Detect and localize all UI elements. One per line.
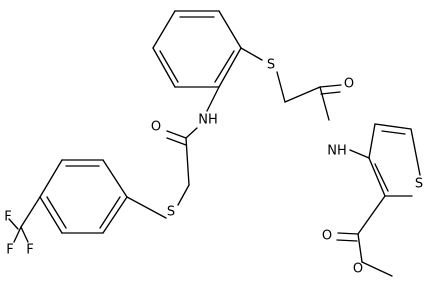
bond xyxy=(276,71,286,103)
bond xyxy=(336,239,358,242)
bond xyxy=(8,218,19,230)
amine-nh-label: NH xyxy=(198,113,218,128)
bond xyxy=(319,84,342,88)
bond xyxy=(320,91,341,95)
oxygen-atom-label: O xyxy=(322,229,332,244)
bond xyxy=(319,86,330,121)
bond xyxy=(20,226,29,243)
bond xyxy=(284,86,321,103)
bond xyxy=(374,163,389,192)
bond xyxy=(166,137,187,146)
bond xyxy=(159,50,179,83)
bond xyxy=(102,196,128,234)
bond xyxy=(357,195,386,235)
bond xyxy=(214,50,235,83)
bond xyxy=(102,159,128,198)
bond xyxy=(166,130,187,139)
bond xyxy=(185,137,190,186)
bond xyxy=(357,233,363,263)
bond xyxy=(152,47,176,88)
bond xyxy=(126,196,167,219)
bond xyxy=(218,10,242,49)
bond xyxy=(177,184,190,206)
bond xyxy=(240,47,263,61)
bond xyxy=(99,196,121,229)
bond xyxy=(368,157,386,197)
bond xyxy=(349,149,370,159)
bond xyxy=(152,10,176,49)
fluorine-atom-label: F xyxy=(4,210,11,225)
sulfur-atom-label: S xyxy=(267,58,275,73)
bond-lines xyxy=(8,10,421,277)
fluorine-atom-label: F xyxy=(6,243,13,258)
bond xyxy=(46,196,67,229)
bond xyxy=(206,86,220,112)
thiophene-sulfur-label: S xyxy=(415,177,423,192)
sulfur-atom-label: S xyxy=(167,205,175,220)
amine-nh-label: NH xyxy=(327,144,347,159)
bond xyxy=(381,130,406,135)
bond xyxy=(374,123,412,130)
bond xyxy=(361,261,393,277)
oxygen-atom-label: O xyxy=(151,120,161,135)
bond xyxy=(410,128,421,176)
bond xyxy=(368,123,376,159)
atom-labels: S O NH NH O S S O O F F F xyxy=(4,58,423,277)
bond xyxy=(218,47,242,88)
bond xyxy=(39,159,63,198)
bond xyxy=(13,226,22,243)
bond xyxy=(20,196,41,228)
fluorine-atom-label: F xyxy=(26,243,33,258)
bond xyxy=(337,232,359,235)
oxygen-atom-label: O xyxy=(344,77,354,92)
bond xyxy=(39,196,63,234)
bond xyxy=(185,127,198,139)
oxygen-atom-label: O xyxy=(353,262,363,277)
